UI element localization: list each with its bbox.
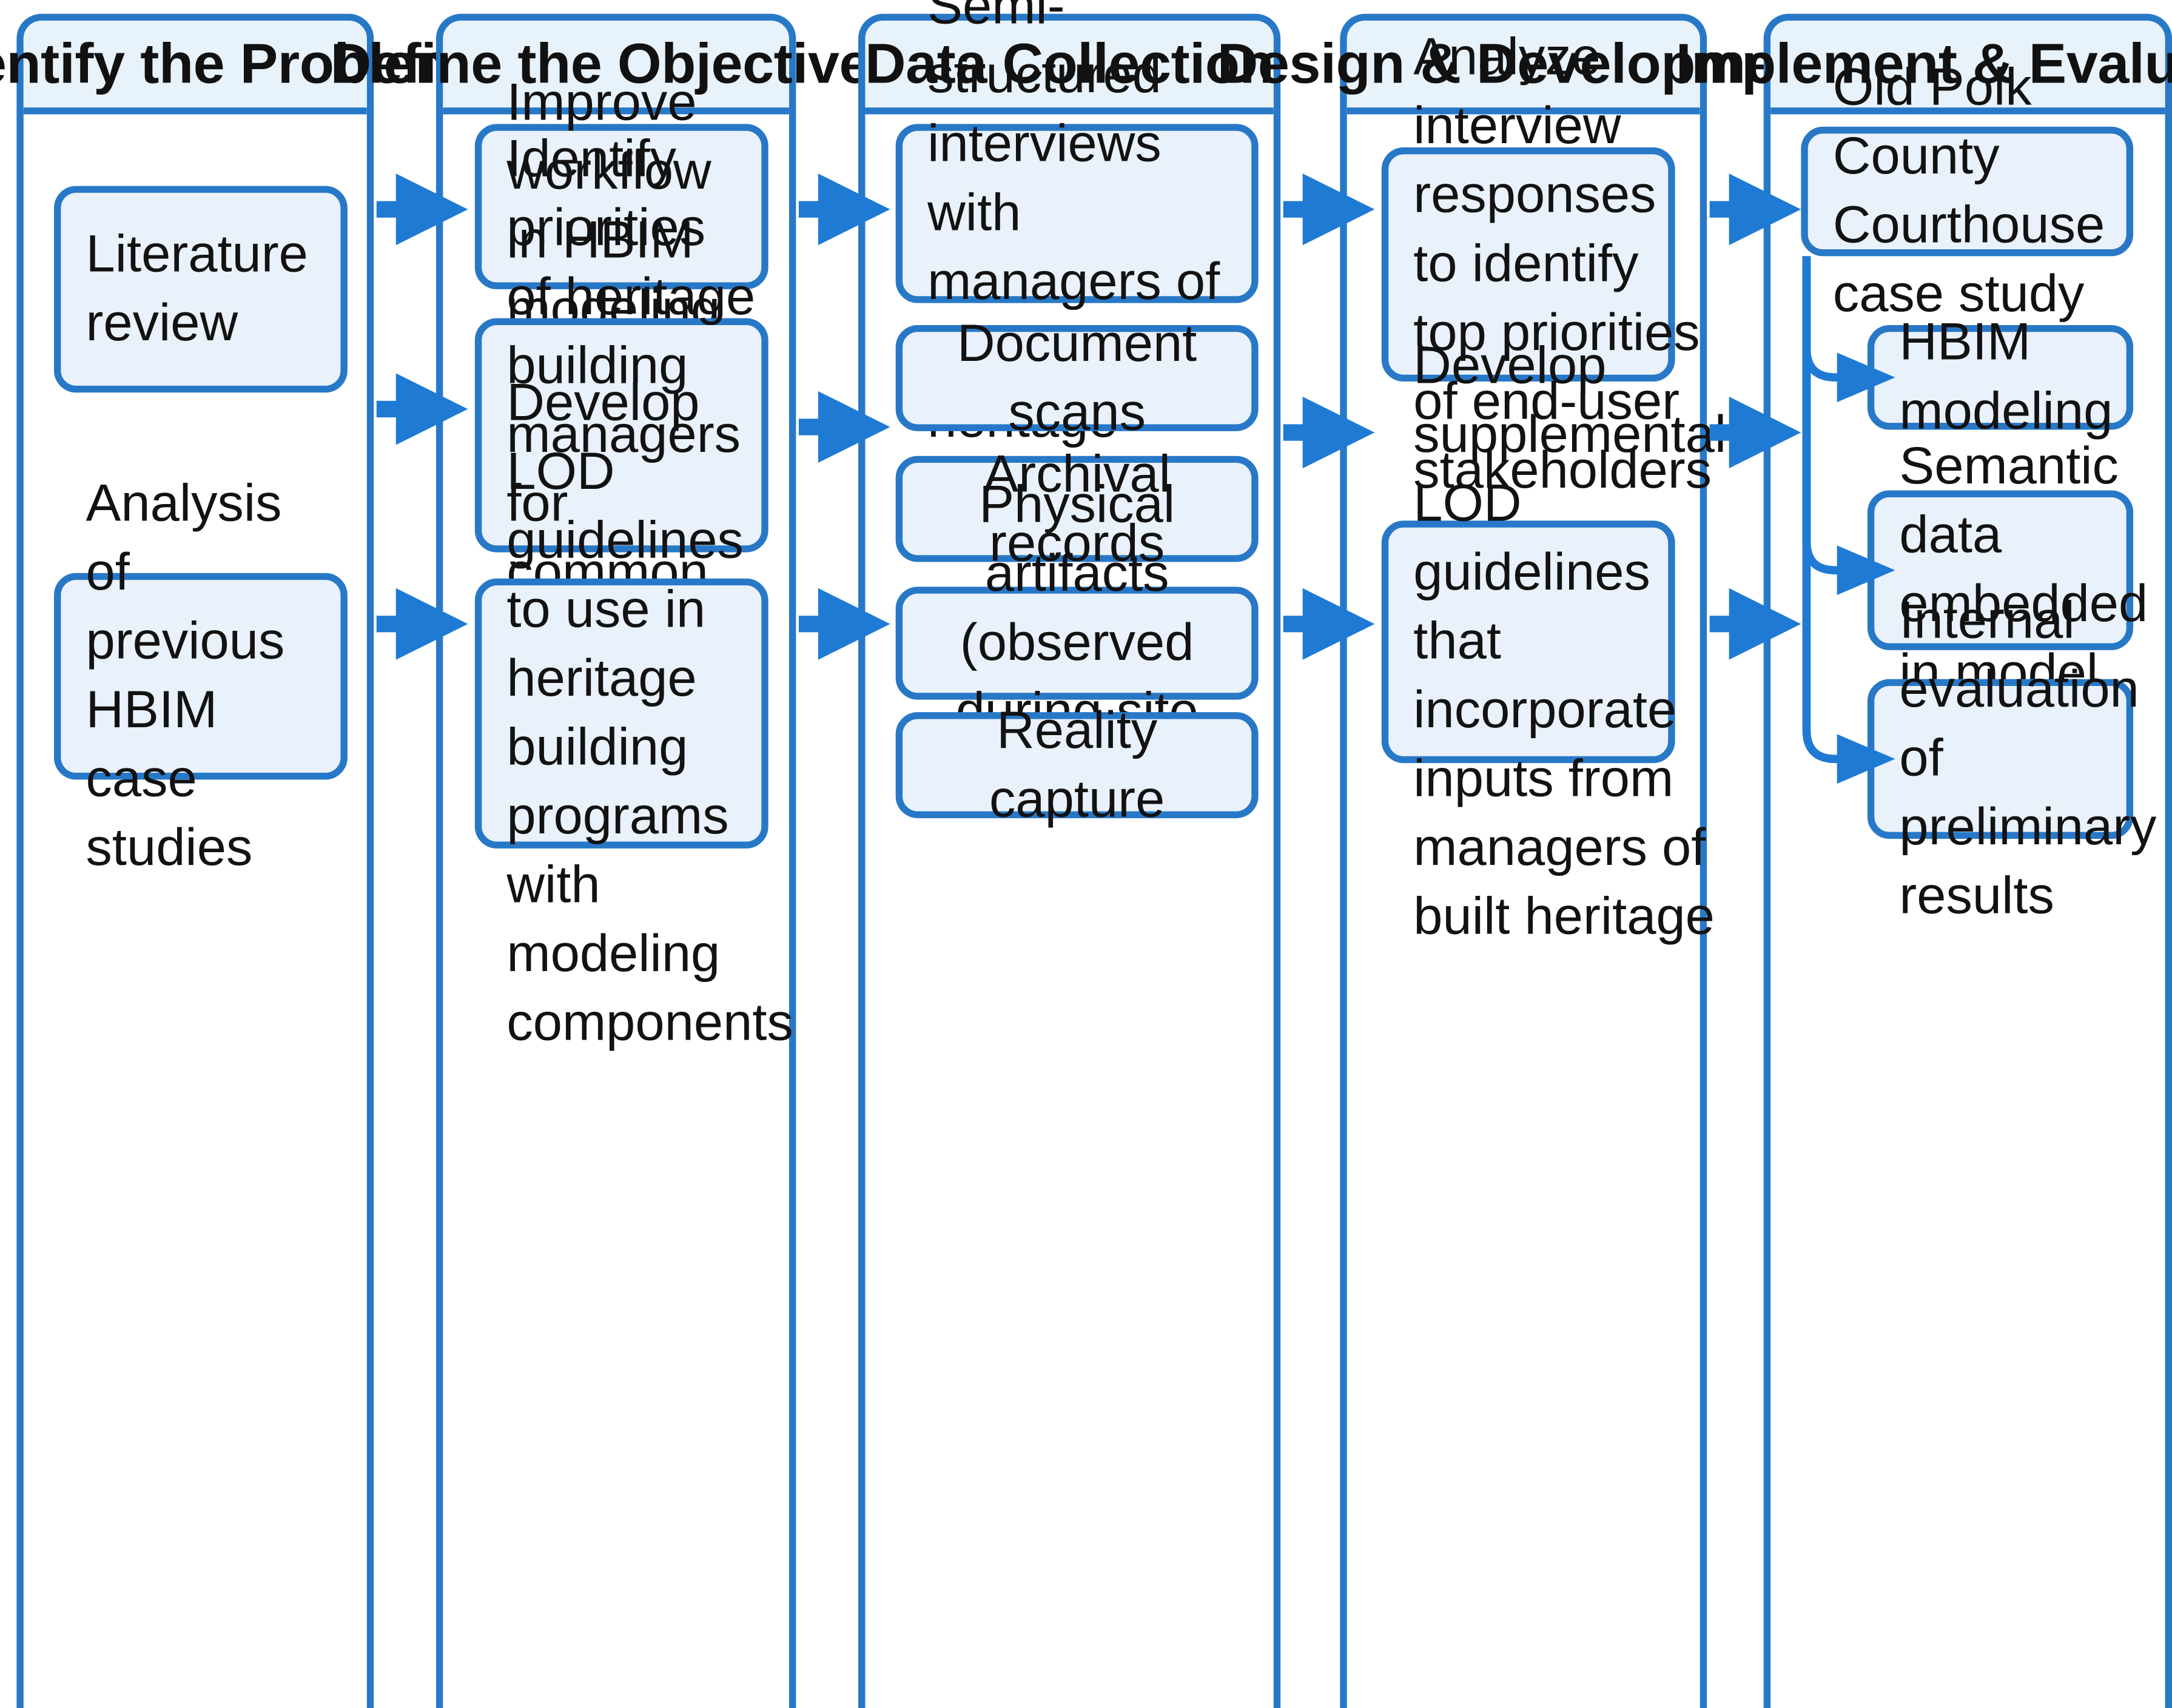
node-internal-evaluation-of-preliminary-results[interactable]: Internal evaluation of preliminary resul… bbox=[1867, 593, 2157, 926]
lane-body-identify-the-problem: Literature review Analysis of previous H… bbox=[24, 114, 367, 1708]
arrow-head bbox=[1302, 173, 1375, 246]
lane-implement-and-evaluate: Implement & Evaluate Old Polk County Cou… bbox=[1676, 13, 2172, 1708]
node-label: HBIM modeling bbox=[1899, 314, 2113, 441]
node-hbim-modeling[interactable]: HBIM modeling bbox=[1867, 314, 2134, 441]
node-label: Document scans bbox=[957, 314, 1197, 442]
arrow-head bbox=[395, 373, 468, 445]
lane-design-and-development: Design & Development Analyze interview r… bbox=[1217, 13, 1830, 1708]
lane-title: Implement & Evaluate bbox=[1675, 32, 2172, 95]
arrow-head bbox=[818, 173, 890, 246]
node-develop-lod-guidelines[interactable]: Develop LOD guidelines to use in heritag… bbox=[474, 375, 793, 1052]
arrow-head bbox=[1729, 173, 1801, 246]
node-label: Analysis of previous HBIM case studies bbox=[86, 475, 285, 878]
arrow-head bbox=[1729, 397, 1801, 469]
node-physical-artifacts[interactable]: Physical artifacts (observed during site… bbox=[895, 477, 1259, 810]
lane-body-implement-and-evaluate: Old Polk County Courthouse case study HB… bbox=[1770, 59, 2165, 1708]
arrow-head bbox=[1302, 588, 1375, 660]
node-label: Develop LOD guidelines to use in heritag… bbox=[506, 374, 793, 1053]
node-label: Semantic data embedded in model bbox=[1899, 438, 2148, 703]
node-label: Old Polk County Courthouse case study bbox=[1832, 59, 2105, 324]
lane-identify-the-problem: Identify the Problem Literature review A… bbox=[0, 13, 465, 1708]
arrow-head bbox=[818, 391, 890, 463]
node-analyze-interview-responses[interactable]: Analyze interview responses to identify … bbox=[1381, 29, 1712, 500]
node-archival-records[interactable]: Archival records bbox=[895, 446, 1259, 573]
lane-header-data-collection: Data Collection bbox=[864, 21, 1274, 115]
lane-header-identify-the-problem: Identify the Problem bbox=[0, 21, 465, 115]
node-literature-review[interactable]: Literature review bbox=[54, 186, 348, 393]
arrow-head bbox=[1729, 588, 1801, 660]
node-analysis-of-previous-hbim-case-studies[interactable]: Analysis of previous HBIM case studies bbox=[54, 475, 348, 878]
lane-data-collection: Data Collection Semi-structured intervie… bbox=[858, 0, 1281, 1708]
node-label: Archival records bbox=[983, 445, 1171, 573]
lane-header-define-the-objectives: Define the Objectives bbox=[331, 21, 902, 115]
arrow-head bbox=[395, 588, 468, 660]
lane-body-define-the-objectives: Improve workflow in HBIM modeling Identi… bbox=[443, 75, 793, 1708]
lane-title: Data Collection bbox=[864, 32, 1274, 95]
node-label: Literature review bbox=[86, 226, 308, 353]
node-document-scans[interactable]: Document scans bbox=[895, 315, 1259, 442]
node-label: Internal evaluation of preliminary resul… bbox=[1899, 592, 2157, 926]
lane-title: Identify the Problem bbox=[0, 32, 466, 95]
node-identify-priorities-of-heritage-building-managers[interactable]: Identify priorities of heritage building… bbox=[474, 131, 768, 740]
node-semantic-data-embedded-in-model[interactable]: Semantic data embedded in model bbox=[1867, 438, 2148, 702]
node-label: Reality capture bbox=[989, 702, 1165, 829]
node-old-polk-county-courthouse-case-study[interactable]: Old Polk County Courthouse case study bbox=[1801, 59, 2134, 324]
node-develop-supplemental-lod-guidelines[interactable]: Develop supplemental LOD guidelines that… bbox=[1381, 337, 1726, 946]
arrow-head bbox=[1302, 397, 1375, 469]
lane-header-design-and-development: Design & Development bbox=[1217, 21, 1830, 115]
lane-define-the-objectives: Define the Objectives Improve workflow i… bbox=[331, 13, 902, 1708]
node-label: Develop supplemental LOD guidelines that… bbox=[1413, 337, 1727, 947]
elbow-path-internal-evaluation bbox=[1802, 256, 1854, 764]
lane-title: Design & Development bbox=[1217, 32, 1831, 95]
node-label: Analyze interview responses to identify … bbox=[1413, 29, 1712, 500]
node-reality-capture[interactable]: Reality capture bbox=[895, 702, 1259, 829]
lane-header-implement-and-evaluate: Implement & Evaluate bbox=[1676, 21, 2172, 115]
lane-body-design-and-development: Analyze interview responses to identify … bbox=[1347, 29, 1726, 1708]
lane-body-data-collection: Semi-structured interviews with managers… bbox=[865, 0, 1273, 1708]
node-semi-structured-interviews[interactable]: Semi-structured interviews with managers… bbox=[895, 0, 1259, 449]
arrow-head bbox=[818, 588, 890, 660]
lane-title: Define the Objectives bbox=[330, 32, 903, 95]
arrow-head bbox=[395, 173, 468, 246]
